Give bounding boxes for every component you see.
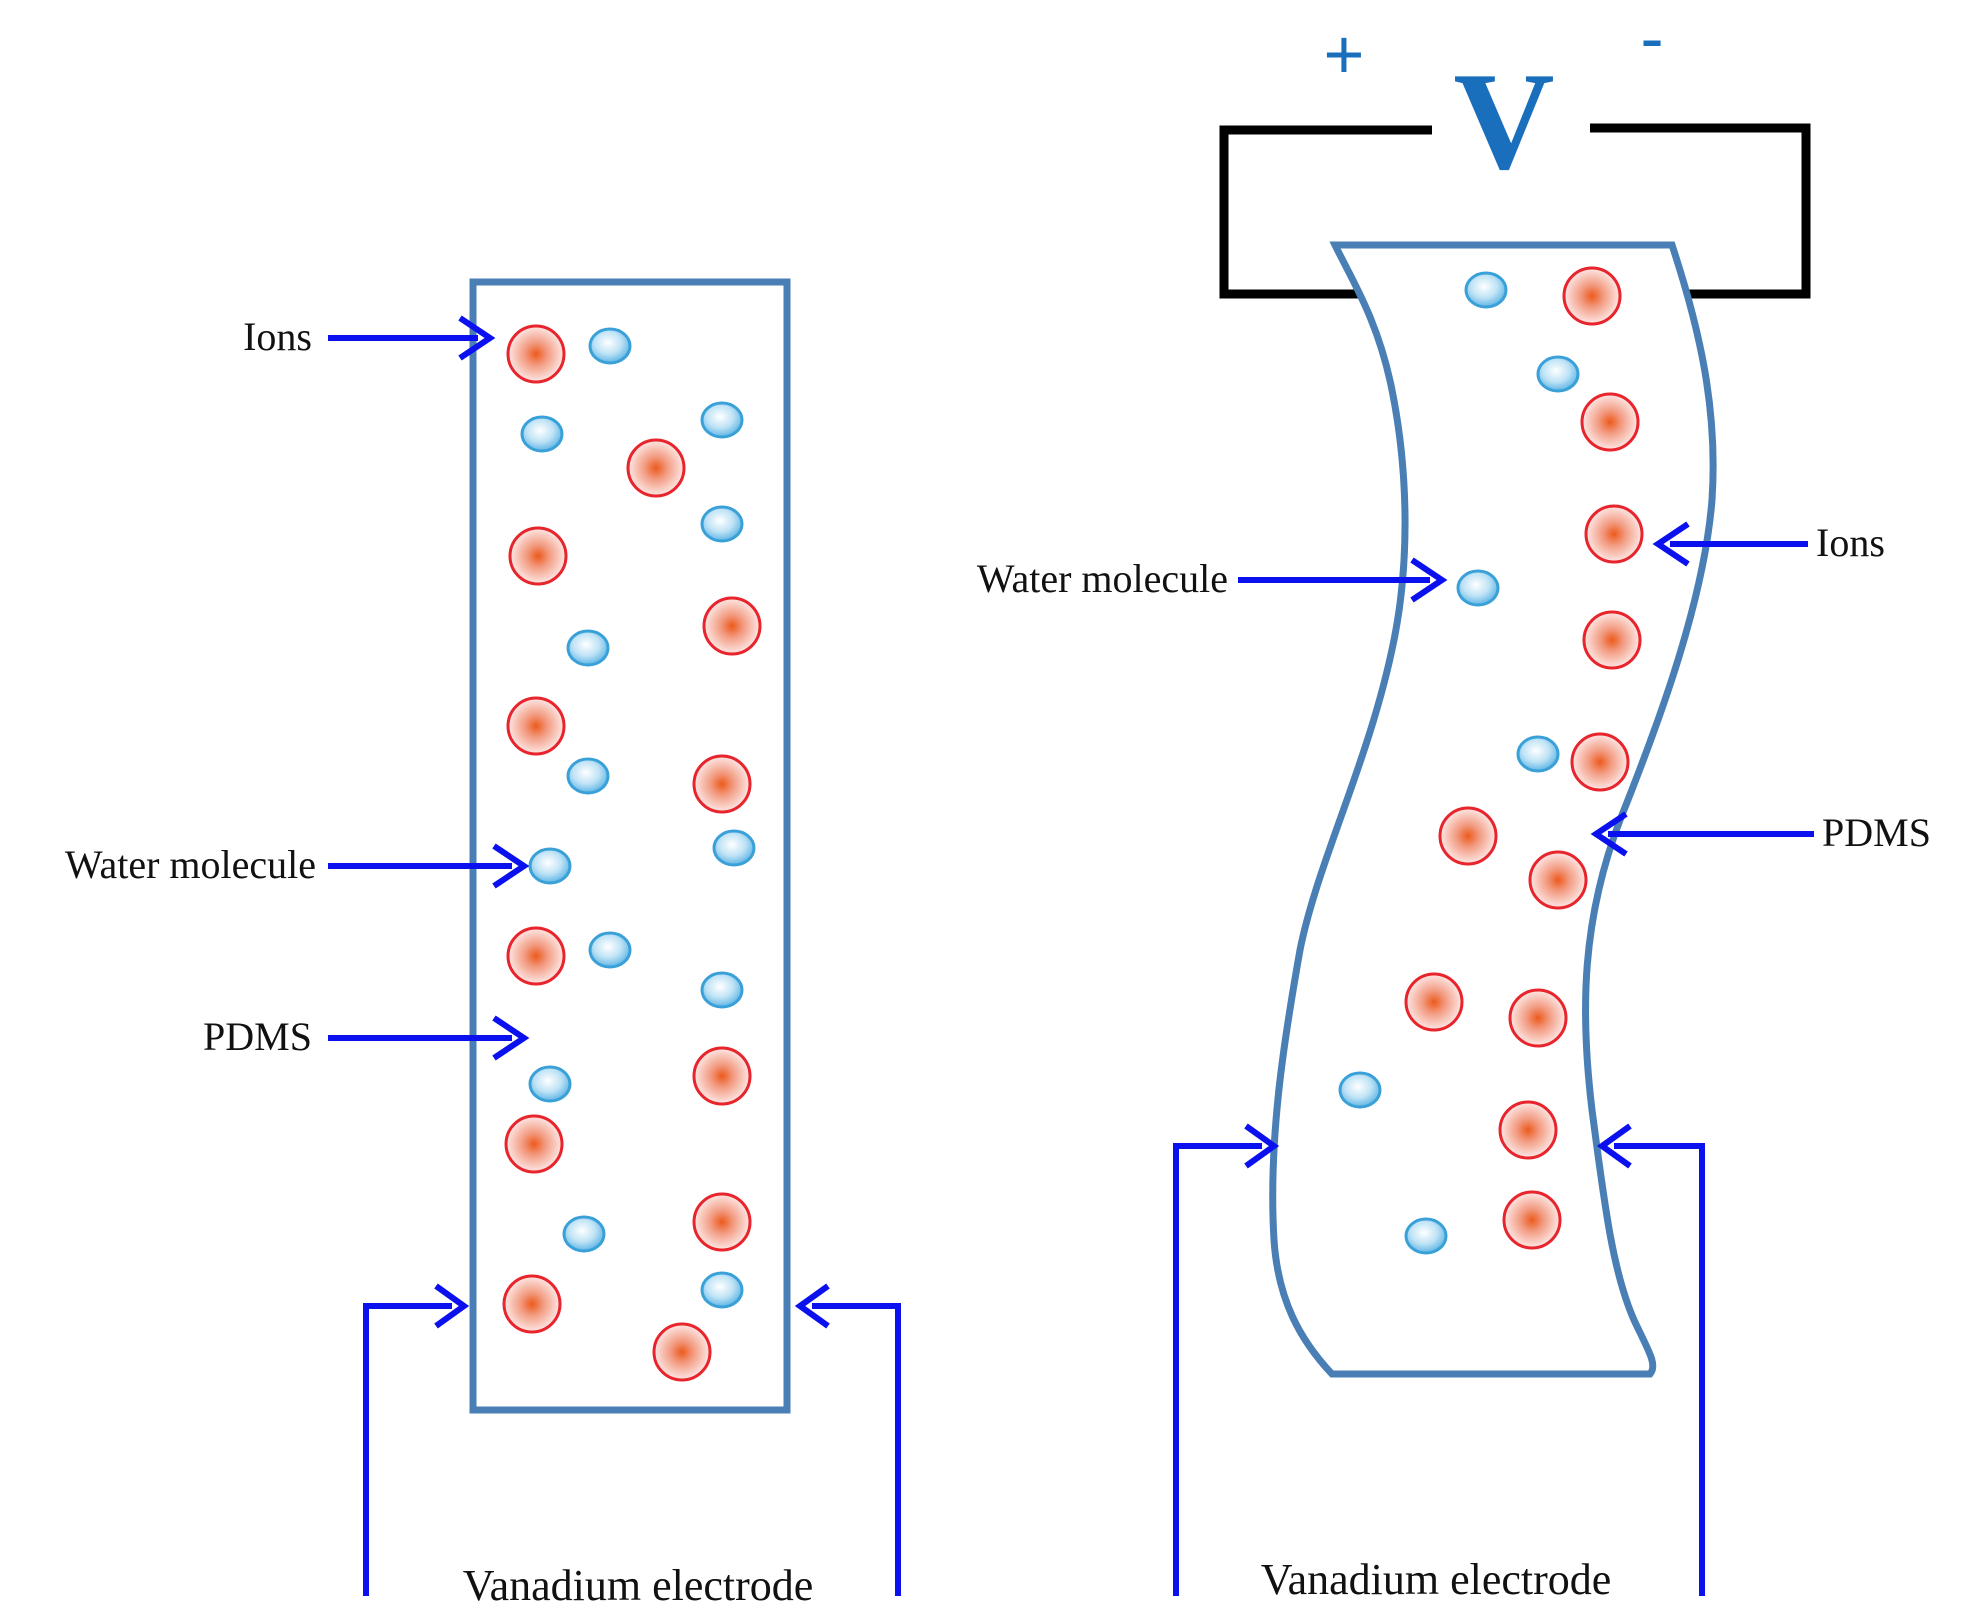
ion-particle [626, 438, 686, 498]
right-panel: + - V [977, 0, 1931, 1604]
right-ions-arrow [1652, 521, 1808, 567]
water-molecule-particle [700, 971, 744, 1009]
circuit-wire-left [1219, 125, 1432, 299]
right-water-label: Water molecule [977, 556, 1228, 601]
water-molecule-particle [1404, 1217, 1448, 1255]
ion-particle [506, 696, 566, 756]
water-molecule-particle [1516, 735, 1560, 773]
left-water-arrow [328, 843, 530, 889]
water-molecule-particle [1464, 271, 1508, 309]
water-molecule-particle [562, 1215, 606, 1253]
water-molecule-particle [588, 327, 632, 365]
right-ions-label: Ions [1816, 520, 1885, 565]
ion-particle [1528, 850, 1588, 910]
left-pdms-arrow [328, 1015, 530, 1061]
water-molecule-particle [566, 757, 610, 795]
ion-particle [692, 1046, 752, 1106]
circuit-wire-right [1590, 123, 1811, 299]
right-electrode-label: Vanadium electrode [1261, 1555, 1612, 1604]
ion-particle [1498, 1100, 1558, 1160]
water-molecule-particle [712, 829, 756, 867]
voltage-symbol: V [1453, 44, 1554, 199]
water-molecule-particle [1338, 1071, 1382, 1109]
left-electrode-left-lead [363, 1283, 470, 1596]
ion-particle [1502, 1190, 1562, 1250]
right-pdms-label: PDMS [1822, 810, 1931, 855]
positive-sign: + [1324, 15, 1365, 93]
ion-particle [1508, 988, 1568, 1048]
ion-particle [1404, 972, 1464, 1032]
left-water-label: Water molecule [65, 842, 316, 887]
ion-particle [1570, 732, 1630, 792]
ion-particle [1584, 504, 1644, 564]
water-molecule-particle [1536, 355, 1580, 393]
ion-particle [692, 1192, 752, 1252]
ion-particle [502, 1274, 562, 1334]
right-electrode-right-lead [1596, 1123, 1705, 1596]
ion-particle [702, 596, 762, 656]
negative-sign: - [1640, 0, 1663, 77]
water-molecule-particle [528, 847, 572, 885]
ion-particle [1562, 266, 1622, 326]
left-ions-arrow [328, 315, 496, 361]
water-molecule-particle [700, 401, 744, 439]
water-molecule-particle [700, 1271, 744, 1309]
left-ions-label: Ions [243, 314, 312, 359]
water-molecule-particle [588, 931, 632, 969]
right-water-arrow [1238, 557, 1448, 603]
water-molecule-particle [566, 629, 610, 667]
right-ion-group [1404, 266, 1644, 1250]
water-molecule-particle [1456, 569, 1500, 607]
ion-particle [508, 526, 568, 586]
ion-particle [506, 324, 566, 384]
right-water-group [1338, 271, 1580, 1255]
ion-particle [1438, 806, 1498, 866]
ion-particle [652, 1322, 712, 1382]
water-molecule-particle [700, 505, 744, 543]
right-pdms-strip [1269, 241, 1717, 1378]
ion-particle [1580, 392, 1640, 452]
ion-particle [506, 926, 566, 986]
right-electrode-left-lead [1173, 1123, 1280, 1596]
water-molecule-particle [520, 415, 564, 453]
left-water-group [520, 327, 756, 1309]
left-ion-group [502, 324, 762, 1382]
left-electrode-label: Vanadium electrode [463, 1561, 814, 1610]
left-panel: Ions Water molecule PDMS Vanadium electr… [65, 278, 901, 1610]
left-electrode-right-lead [794, 1283, 901, 1596]
water-molecule-particle [528, 1065, 572, 1103]
left-pdms-label: PDMS [203, 1014, 312, 1059]
ion-particle [504, 1114, 564, 1174]
ion-particle [692, 754, 752, 814]
ion-particle [1582, 610, 1642, 670]
right-pdms-arrow [1590, 811, 1814, 857]
